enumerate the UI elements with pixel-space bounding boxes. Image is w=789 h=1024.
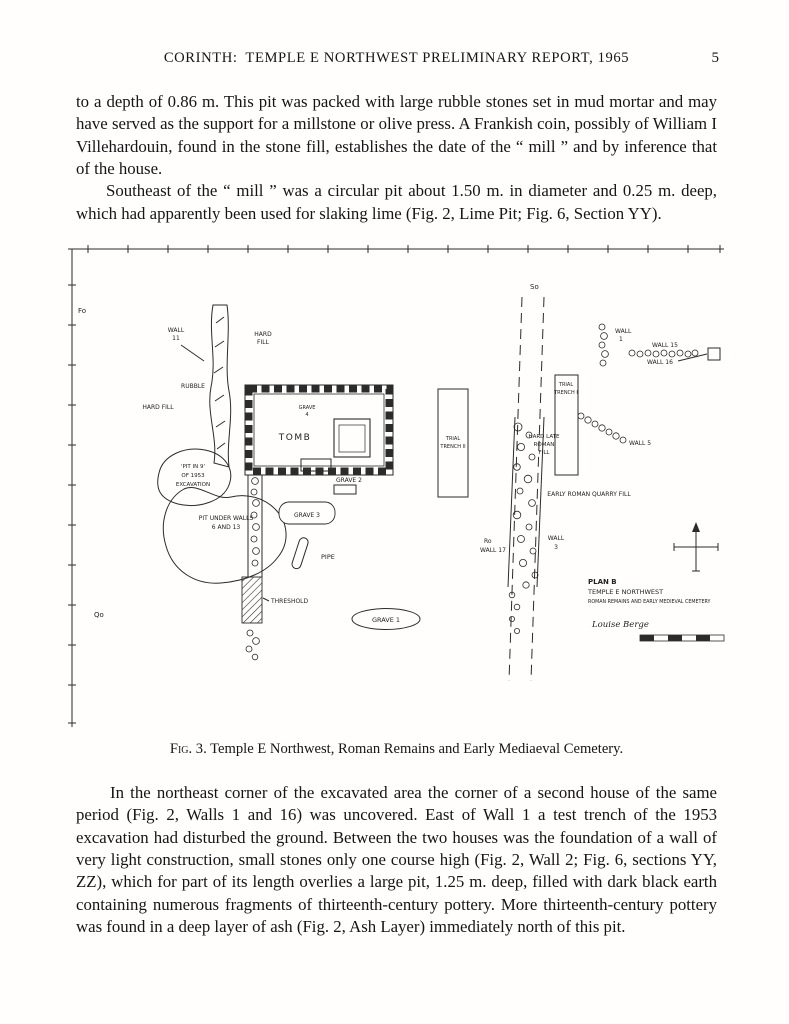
label-grave-4: GRAVE	[299, 405, 316, 411]
label-pit-1953-2: OF 1953	[181, 473, 205, 479]
label-pit-1953: 'PIT IN 9'	[181, 464, 205, 470]
trial-trench-2	[437, 388, 469, 498]
label-grave-3: GRAVE 3	[294, 512, 320, 519]
paragraph-2: Southeast of the “ mill ” was a circular…	[76, 181, 717, 223]
label-tomb: TOMB	[278, 433, 312, 443]
label-quarry-fill: EARLY ROMAN QUARRY FILL	[547, 491, 631, 498]
label-plan-title: TEMPLE E NORTHWEST	[587, 588, 663, 596]
grave-1-outline	[351, 607, 421, 630]
wall-below-tomb	[247, 474, 263, 577]
wall-16-structure	[677, 347, 721, 362]
label-plan-subtitle: ROMAN REMAINS AND EARLY MEDIEVAL CEMETER…	[588, 599, 711, 605]
stone-wall-band	[507, 416, 545, 634]
label-plan-b: PLAN B	[588, 578, 617, 586]
label-wall-5: WALL 5	[629, 440, 651, 447]
label-trench-2-2: TRENCH II	[439, 444, 465, 450]
label-hard-late-2: ROMAN	[534, 442, 555, 448]
site-plan-figure: Fo Qo So WALL 11 HARD FILL RUBBLE HARD F…	[68, 244, 725, 727]
trial-trench-1	[554, 374, 579, 476]
label-hard-late-3: FILL	[539, 450, 551, 456]
label-wall-11: WALL	[168, 327, 185, 334]
label-pit-1953-3: EXCAVATION	[176, 482, 210, 488]
grid-label-fo: Fo	[78, 307, 86, 315]
label-wall-1: WALL	[615, 328, 632, 335]
paragraph-3: In the northeast corner of the excavated…	[76, 782, 717, 936]
page-number: 5	[711, 50, 720, 66]
plan-grid-border	[68, 244, 724, 727]
figure-caption: Fig. 3. Temple E Northwest, Roman Remain…	[76, 741, 717, 758]
label-ro: Ro	[484, 538, 492, 545]
label-grave-1: GRAVE 1	[372, 616, 400, 624]
label-wall-1-num: 1	[619, 336, 623, 343]
wall-1-stones	[598, 323, 609, 367]
label-pipe: PIPE	[321, 553, 335, 561]
label-trench-1: TRIAL	[558, 382, 573, 388]
label-wall-3: WALL	[548, 535, 565, 542]
label-grave-2: GRAVE 2	[336, 477, 362, 484]
figure-3: Fo Qo So WALL 11 HARD FILL RUBBLE HARD F…	[66, 241, 725, 733]
grid-label-qo: Qo	[94, 611, 104, 619]
header-title: CORINTH: TEMPLE E NORTHWEST PRELIMINARY …	[163, 50, 630, 66]
paragraph-1: to a depth of 0.86 m. This pit was packe…	[76, 92, 717, 178]
label-pit-under-walls-2: 6 AND 13	[212, 524, 241, 531]
tomb-structure	[244, 384, 394, 476]
label-wall-17: WALL 17	[480, 547, 506, 554]
label-trench-1-2: TRENCH I	[553, 390, 578, 396]
label-wall-3-num: 3	[554, 544, 558, 551]
label-grave-4-num: 4	[305, 412, 308, 418]
grave-2-structure	[300, 458, 357, 495]
label-wall-15: WALL 15	[652, 342, 678, 349]
label-hard-fill-top-2: FILL	[257, 339, 270, 346]
north-compass	[673, 521, 719, 572]
pit-under-walls	[162, 486, 287, 584]
grid-label-so: So	[530, 283, 539, 291]
threshold-structure	[241, 576, 270, 661]
label-hard-late: HARD LATE	[528, 434, 560, 440]
running-head: CORINTH: TEMPLE E NORTHWEST PRELIMINARY …	[76, 50, 720, 67]
label-hard-fill-left: HARD FILL	[142, 404, 174, 411]
label-wall-11-num: 11	[172, 335, 180, 342]
scale-bar	[639, 634, 725, 642]
label-wall-16: WALL 16	[647, 359, 673, 366]
pit-1953	[157, 448, 232, 506]
label-signature: Louise Berge	[591, 620, 649, 630]
label-pit-under-walls: PIT UNDER WALLS	[199, 515, 254, 522]
label-threshold: THRESHOLD	[270, 598, 309, 605]
caption-fig-label: Fig. 3.	[169, 740, 207, 757]
wall-15-stones	[628, 349, 699, 358]
label-hard-fill-top: HARD	[254, 331, 272, 338]
pipe-structure	[291, 537, 309, 570]
label-trench-2: TRIAL	[445, 436, 460, 442]
dashed-section-lines	[508, 296, 545, 681]
grave-3-outline	[278, 501, 336, 525]
caption-text: Temple E Northwest, Roman Remains and Ea…	[210, 740, 624, 757]
label-rubble: RUBBLE	[181, 383, 205, 390]
wall-5-stones	[577, 412, 627, 444]
